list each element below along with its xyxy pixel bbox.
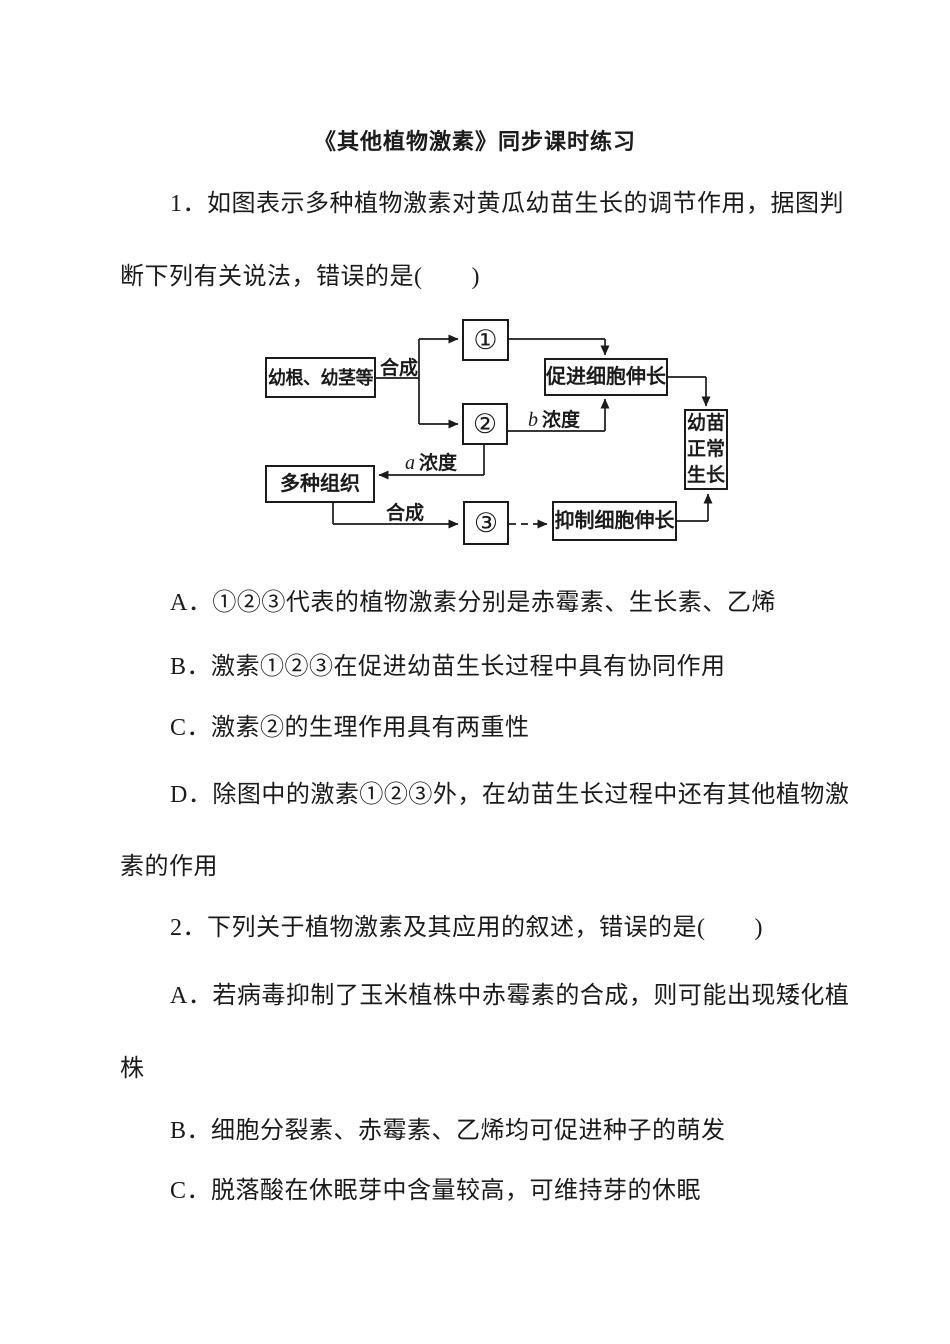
box-seedling-normal-growth: 幼苗 正常 生长 [684, 409, 728, 490]
box-promote-cell-elongation: 促进细胞伸长 [544, 358, 668, 396]
q2-option-a-line-2: 株 [120, 1056, 145, 1082]
q1-stem-line-1: 1．如图表示多种植物激素对黄瓜幼苗生长的调节作用，据图判 [170, 191, 844, 217]
label-synthesize-top: 合成 [380, 358, 419, 379]
q2-option-c: C．脱落酸在休眠芽中含量较高，可维持芽的休眠 [170, 1178, 702, 1204]
q1-option-b: B．激素①②③在促进幼苗生长过程中具有协同作用 [170, 654, 726, 680]
box-inhibit-cell-elongation: 抑制细胞伸长 [552, 501, 677, 541]
hormone-flow-diagram: 幼根、幼茎等 ① ② 多种组织 ③ 促进细胞伸长 抑制细胞伸长 幼苗 正常 生长… [230, 315, 750, 560]
seedling-line-1: 幼苗 [686, 412, 725, 434]
box-hormone-2: ② [462, 403, 508, 445]
q1-option-a: A．①②③代表的植物激素分别是赤霉素、生长素、乙烯 [170, 590, 776, 616]
q1-option-c: C．激素②的生理作用具有两重性 [170, 715, 530, 741]
label-a-text: 浓度 [419, 453, 458, 474]
label-synthesize-bottom: 合成 [386, 503, 425, 524]
q2-option-a-line-1: A．若病毒抑制了玉米植株中赤霉素的合成，则可能出现矮化植 [170, 983, 850, 1009]
page-title: 《其他植物激素》同步课时练习 [313, 129, 636, 154]
box-hormone-3: ③ [463, 501, 509, 545]
box-multiple-tissues: 多种组织 [265, 465, 375, 503]
label-a-variable: a [405, 452, 415, 474]
box-hormone-1: ① [462, 319, 509, 361]
label-b-variable: b [528, 409, 538, 431]
q1-stem-line-2: 断下列有关说法，错误的是( ) [120, 264, 480, 290]
diagram-connectors [332, 334, 713, 529]
seedling-line-2: 正常 [686, 438, 725, 460]
q1-option-d-line-1: D．除图中的激素①②③外，在幼苗生长过程中还有其他植物激 [170, 782, 850, 808]
q2-option-b: B．细胞分裂素、赤霉素、乙烯均可促进种子的萌发 [170, 1118, 726, 1144]
box-young-roots-stems: 幼根、幼茎等 [265, 357, 376, 398]
q2-stem: 2．下列关于植物激素及其应用的叙述，错误的是( ) [170, 915, 763, 941]
seedling-line-3: 生长 [686, 464, 725, 486]
label-b-text: 浓度 [542, 410, 581, 431]
q1-option-d-line-2: 素的作用 [120, 854, 218, 880]
